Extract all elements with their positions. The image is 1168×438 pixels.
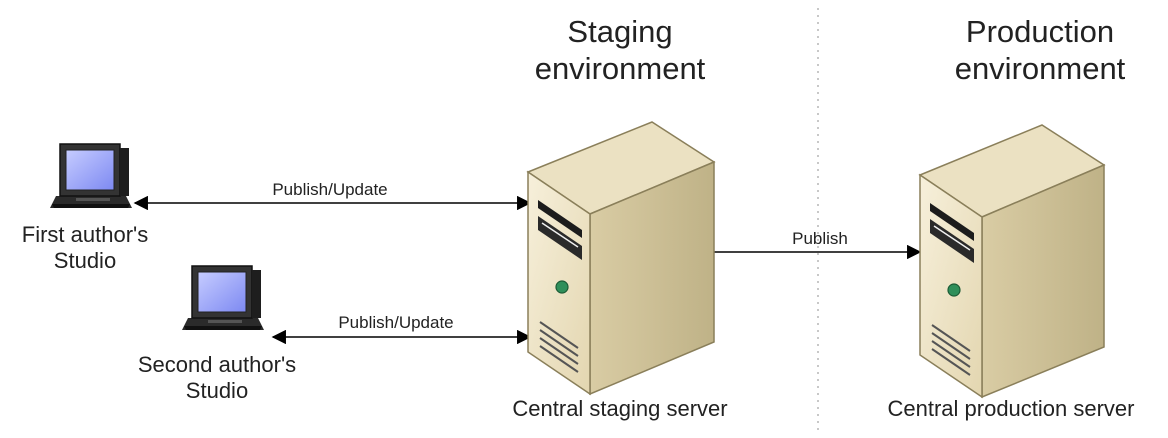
production-server-label: Central production server [887,396,1135,421]
staging-server-icon [526,121,716,396]
production-heading: Production environment [930,14,1150,87]
second-studio-computer-icon [182,265,264,330]
production-heading-line2: environment [954,50,1126,86]
second-studio-label-line1: Second author's [137,352,297,377]
second-studio-label-line2: Studio [185,377,249,403]
first-studio-label-line2: Studio [53,247,117,273]
production-heading-line1: Production [965,14,1115,49]
production-server-icon [918,124,1106,399]
first-studio-computer-icon [50,143,132,208]
staging-heading-line1: Staging [567,14,673,49]
staging-heading: Staging environment [520,14,720,87]
first-studio-label: First author's Studio [0,222,170,274]
second-studio-arrow-label: Publish/Update [338,313,454,332]
second-studio-label: Second author's Studio [112,352,322,404]
staging-server-label: Central staging server [512,396,728,421]
staging-heading-line2: environment [534,50,706,86]
first-studio-label-line1: First author's [21,222,149,247]
first-studio-arrow-label: Publish/Update [272,180,388,199]
staging-production-arrow-label: Publish [792,229,848,248]
